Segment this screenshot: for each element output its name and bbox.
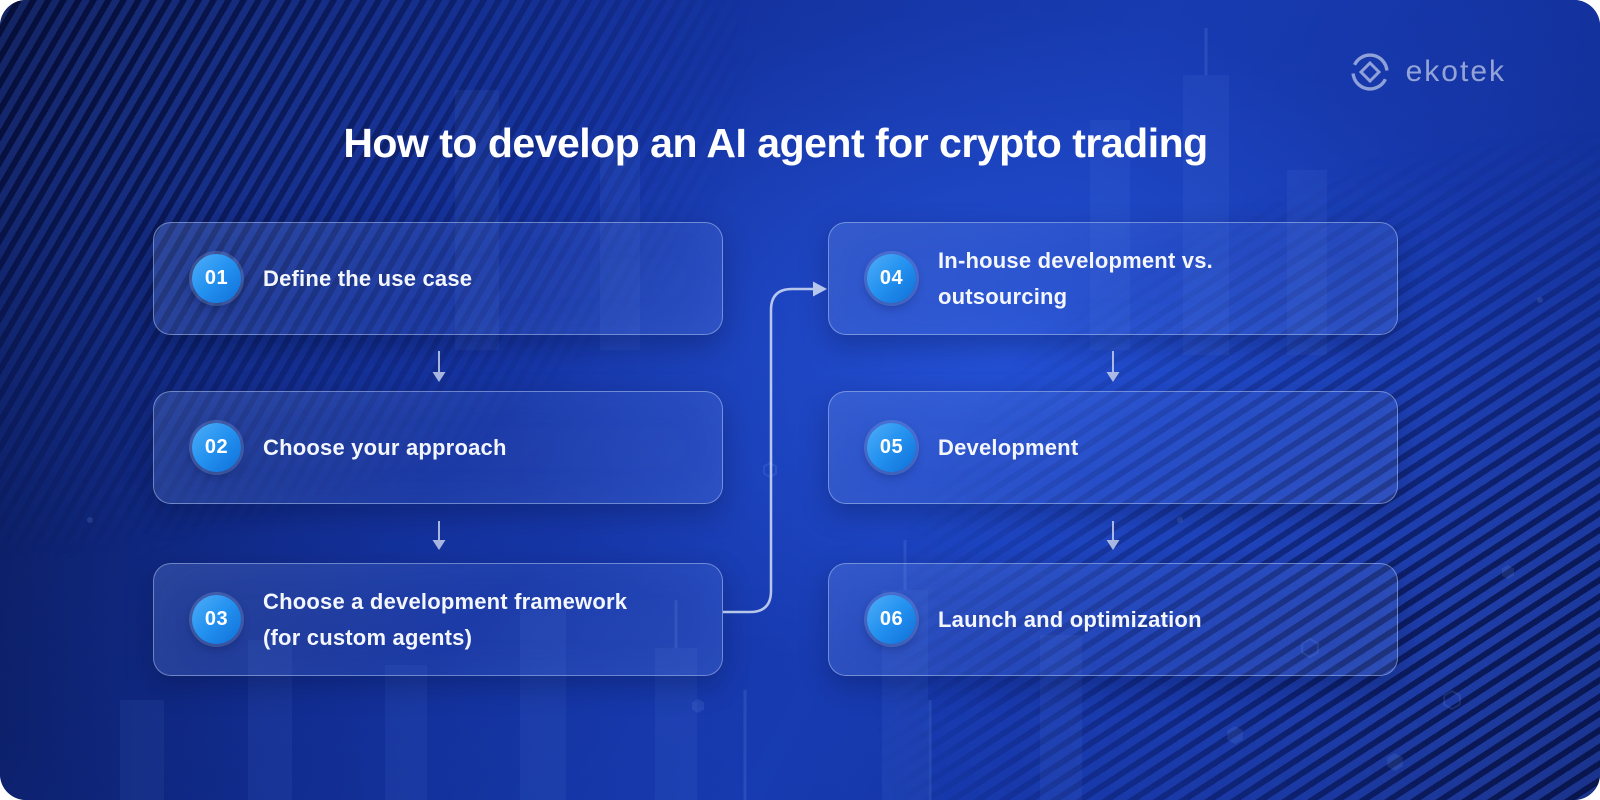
step-label-line: In-house development vs. xyxy=(938,247,1213,273)
step-06-number-badge: 06 xyxy=(867,595,916,644)
step-label: Development xyxy=(938,430,1078,466)
page-title: How to develop an AI agent for crypto tr… xyxy=(343,120,1208,166)
step-label: Launch and optimization xyxy=(938,602,1202,638)
step-card-05: 05 Development xyxy=(828,391,1398,504)
step-label: Choose a development framework (for cust… xyxy=(263,584,627,656)
brand-name: ekotek xyxy=(1405,55,1506,88)
step-number: 03 xyxy=(204,608,229,630)
step-label-line: Development xyxy=(938,434,1079,460)
ekotek-logo-icon xyxy=(1351,53,1389,91)
step-number: 05 xyxy=(879,436,904,458)
step-card-04: 04 In-house development vs. outsourcing xyxy=(828,222,1398,335)
step-label-line: Choose your approach xyxy=(263,434,507,460)
step-number: 02 xyxy=(204,436,229,458)
step-card-02: 02 Choose your approach xyxy=(153,391,723,504)
step-03-number-badge: 03 xyxy=(192,595,241,644)
step-label-line: (for custom agents) xyxy=(263,624,473,650)
brand-logo: ekotek xyxy=(1345,50,1506,94)
step-label-line: outsourcing xyxy=(938,283,1068,309)
step-label: Define the use case xyxy=(263,261,472,297)
step-04-number-badge: 04 xyxy=(867,254,916,303)
step-label-line: Choose a development framework xyxy=(263,588,628,614)
step-02-number-badge: 02 xyxy=(192,423,241,472)
step-label-line: Launch and optimization xyxy=(938,606,1202,632)
step-01-number-badge: 01 xyxy=(192,254,241,303)
step-label: In-house development vs. outsourcing xyxy=(938,243,1213,315)
step-number: 04 xyxy=(879,267,904,289)
step-number: 01 xyxy=(204,267,229,289)
step-card-01: 01 Define the use case xyxy=(153,222,723,335)
step-card-06: 06 Launch and optimization xyxy=(828,563,1398,676)
step-card-03: 03 Choose a development framework (for c… xyxy=(153,563,723,676)
step-05-number-badge: 05 xyxy=(867,423,916,472)
step-label-line: Define the use case xyxy=(263,265,473,291)
step-number: 06 xyxy=(879,608,904,630)
step-label: Choose your approach xyxy=(263,430,507,466)
